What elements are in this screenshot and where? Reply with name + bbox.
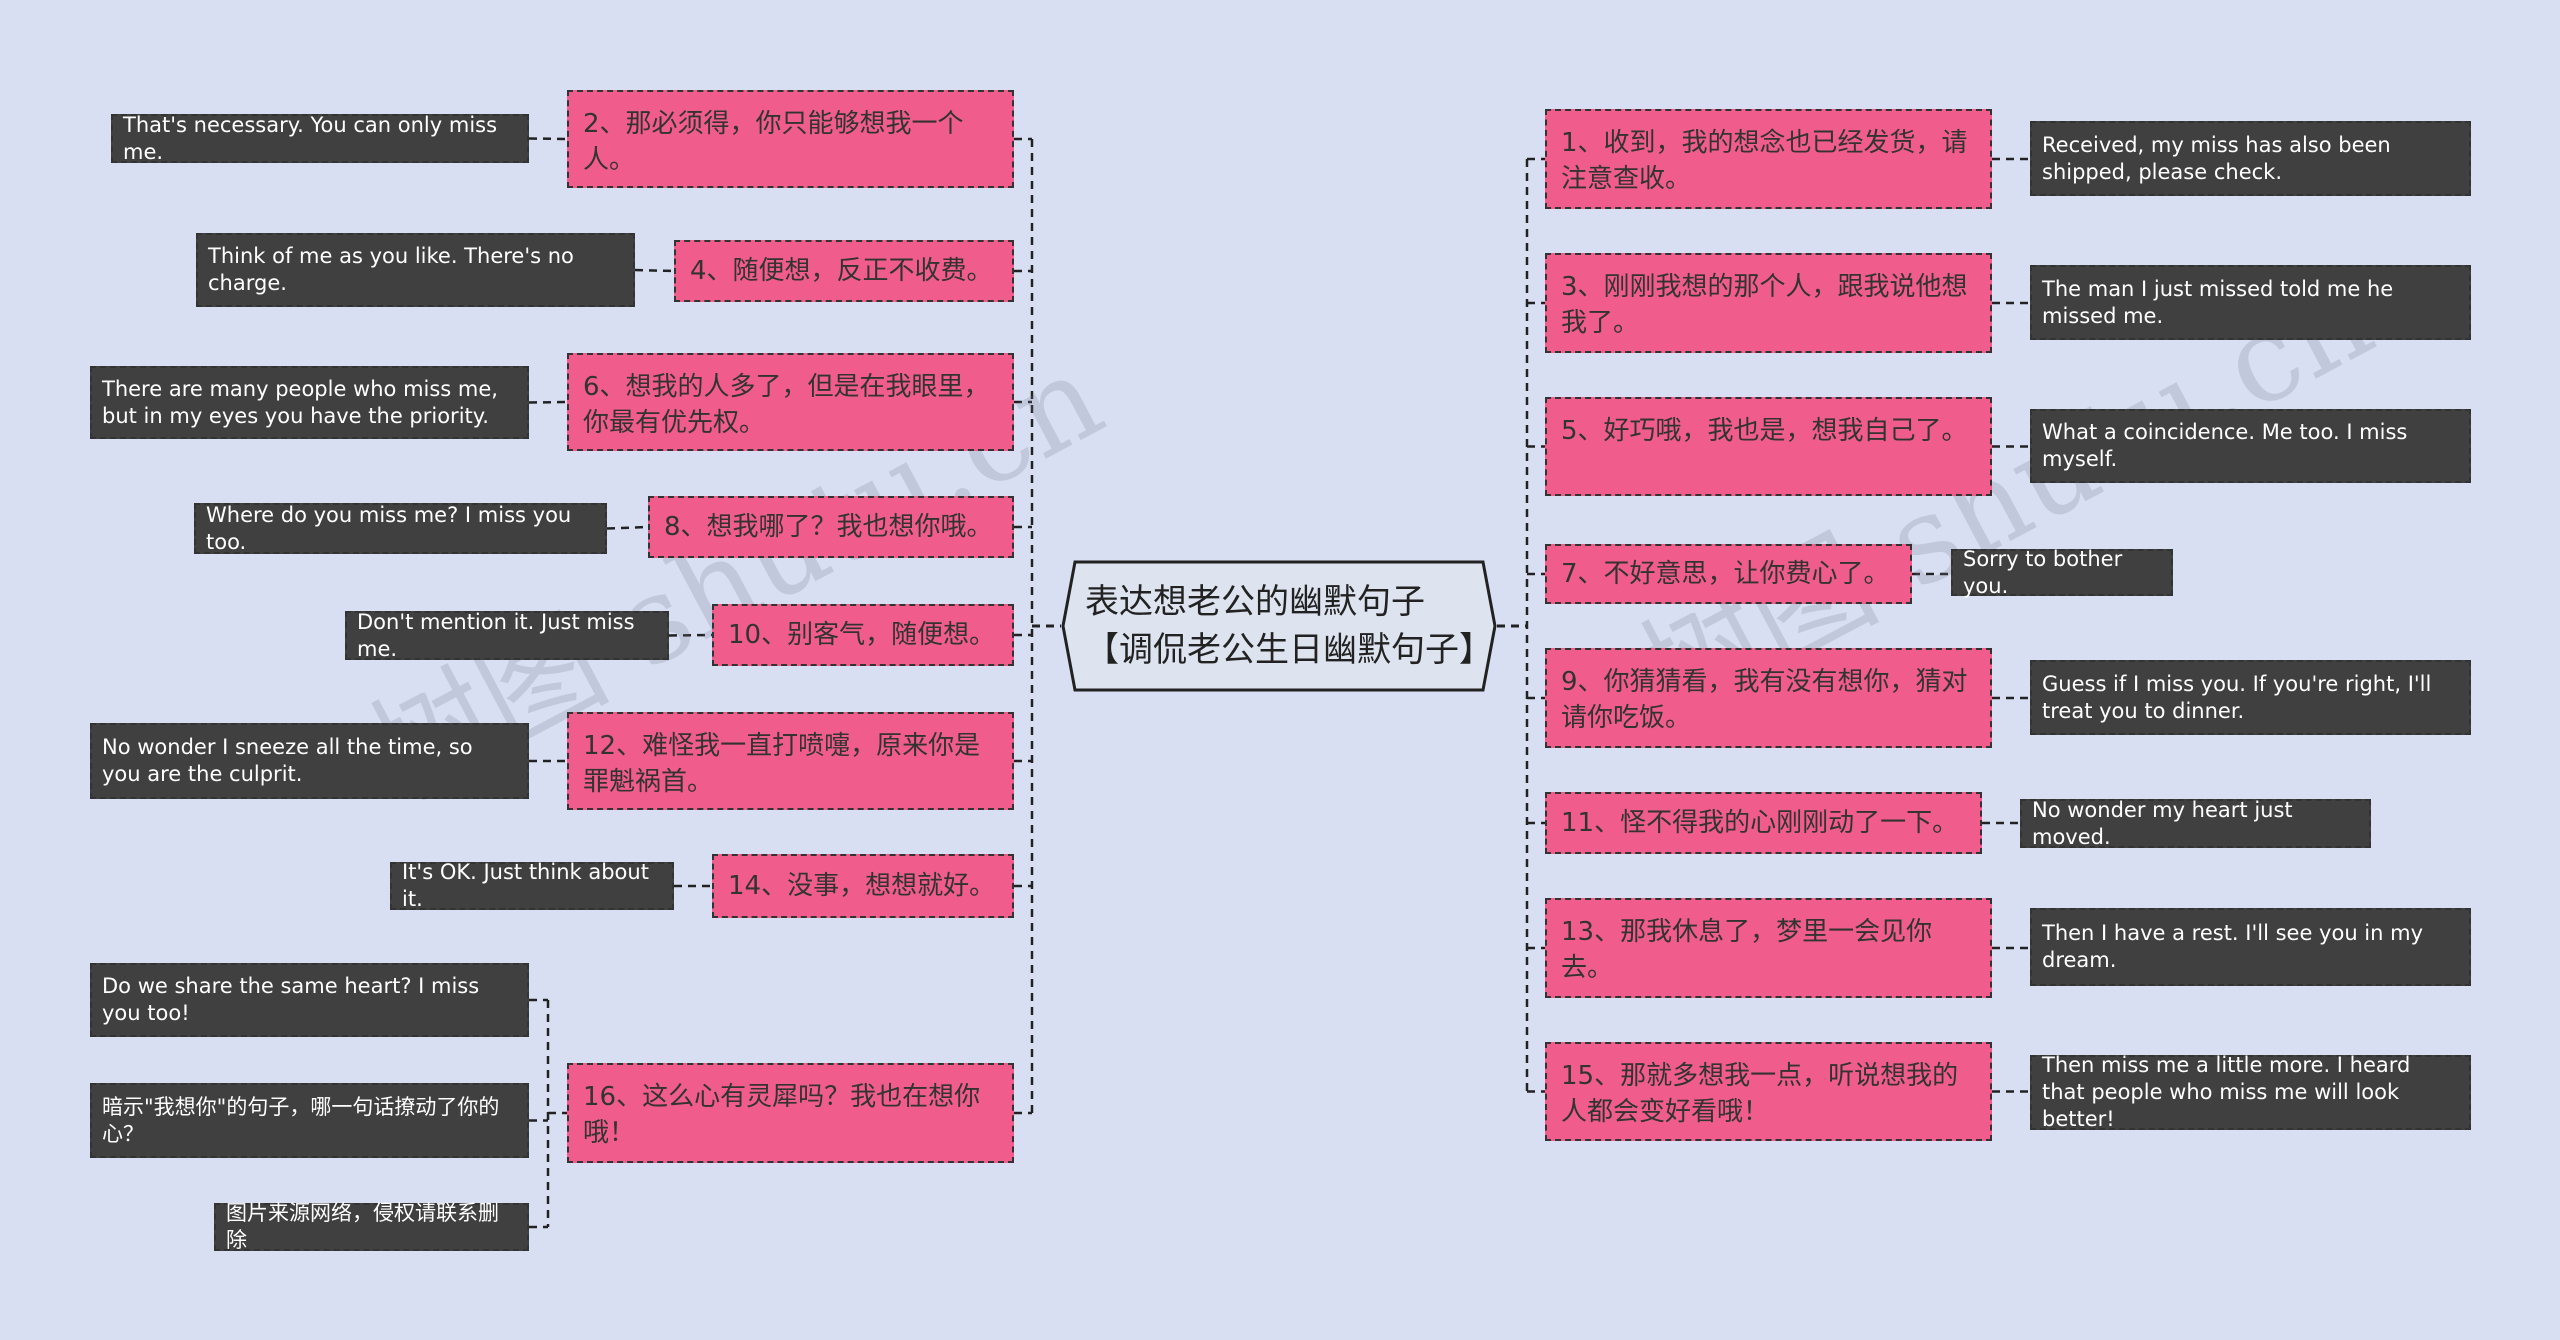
translation-node-label: Then miss me a little more. I heard that… bbox=[2042, 1053, 2411, 1131]
topic-node[interactable]: 9、你猜猜看，我有没有想你，猜对请你吃饭。 bbox=[1545, 648, 1992, 748]
central-topic-label: 表达想老公的幽默句子【调侃老公生日幽默句子】 bbox=[1085, 582, 1493, 670]
translation-node[interactable]: Sorry to bother you. bbox=[1951, 547, 2173, 598]
topic-node-label: 15、那就多想我一点，听说想我的人都会变好看哦！ bbox=[1561, 1061, 1959, 1127]
topic-node-label: 1、收到，我的想念也已经发货，请注意查收。 bbox=[1561, 128, 1968, 194]
topic-node-label: 14、没事，想想就好。 bbox=[728, 871, 996, 901]
topic-node[interactable]: 13、那我休息了，梦里一会见你去。 bbox=[1545, 898, 1992, 998]
topic-node[interactable]: 5、好巧哦，我也是，想我自己了。 bbox=[1545, 397, 1992, 496]
topic-node-label: 4、随便想，反正不收费。 bbox=[690, 256, 993, 286]
topic-node[interactable]: 14、没事，想想就好。 bbox=[712, 854, 1014, 918]
translation-node-label: What a coincidence. Me too. I miss mysel… bbox=[2042, 420, 2408, 471]
translation-node-label: It's OK. Just think about it. bbox=[402, 860, 649, 911]
translation-node[interactable]: Then miss me a little more. I heard that… bbox=[2030, 1053, 2471, 1131]
subtopic-node-label: 图片来源网络，侵权请联系删除 bbox=[226, 1201, 499, 1252]
translation-node[interactable]: Don't mention it. Just miss me. bbox=[345, 609, 669, 661]
translation-node-label: Don't mention it. Just miss me. bbox=[357, 609, 635, 661]
translation-node[interactable]: The man I just missed told me he missed … bbox=[2030, 265, 2471, 340]
topic-node[interactable]: 7、不好意思，让你费心了。 bbox=[1545, 544, 1912, 604]
translation-node[interactable]: What a coincidence. Me too. I miss mysel… bbox=[2030, 409, 2471, 483]
translation-node[interactable]: Do we share the same heart? I miss you t… bbox=[90, 963, 529, 1037]
topic-node-label: 13、那我休息了，梦里一会见你去。 bbox=[1561, 917, 1933, 983]
topic-node-label: 7、不好意思，让你费心了。 bbox=[1561, 559, 1890, 589]
topic-node[interactable]: 4、随便想，反正不收费。 bbox=[674, 240, 1014, 302]
topic-node-label: 9、你猜猜看，我有没有想你，猜对请你吃饭。 bbox=[1561, 667, 1968, 733]
topic-node[interactable]: 1、收到，我的想念也已经发货，请注意查收。 bbox=[1545, 109, 1992, 209]
translation-node[interactable]: Where do you miss me? I miss you too. bbox=[194, 503, 607, 554]
topic-node-label: 5、好巧哦，我也是，想我自己了。 bbox=[1561, 416, 1968, 446]
translation-node[interactable]: No wonder I sneeze all the time, so you … bbox=[90, 723, 529, 799]
topic-node-label: 11、怪不得我的心刚刚动了一下。 bbox=[1561, 808, 1959, 838]
topic-node-label: 16、这么心有灵犀吗？我也在想你哦！ bbox=[583, 1082, 981, 1148]
connector bbox=[528, 137, 568, 141]
topic-node-label: 2、那必须得，你只能够想我一个人。 bbox=[583, 109, 964, 175]
subtopic-node[interactable]: 暗示"我想你"的句子，哪一句话撩动了你的心？ bbox=[90, 1083, 529, 1158]
central-topic[interactable]: 表达想老公的幽默句子【调侃老公生日幽默句子】 bbox=[1061, 560, 1497, 692]
translation-node[interactable]: Think of me as you like. There's no char… bbox=[196, 233, 635, 307]
translation-node-label: Guess if I miss you. If you're right, I'… bbox=[2042, 671, 2432, 723]
topic-node-label: 3、刚刚我想的那个人，跟我说他想我了。 bbox=[1561, 272, 1968, 338]
translation-node[interactable]: No wonder my heart just moved. bbox=[2020, 797, 2371, 849]
topic-node[interactable]: 2、那必须得，你只能够想我一个人。 bbox=[567, 90, 1014, 188]
translation-node[interactable]: It's OK. Just think about it. bbox=[390, 860, 674, 911]
translation-node[interactable]: Received, my miss has also been shipped,… bbox=[2030, 121, 2471, 196]
subtopic-node[interactable]: 图片来源网络，侵权请联系删除 bbox=[214, 1201, 529, 1252]
translation-node-label: No wonder my heart just moved. bbox=[2032, 797, 2293, 849]
translation-node-label: Sorry to bother you. bbox=[1963, 546, 2123, 598]
topic-node[interactable]: 6、想我的人多了，但是在我眼里，你最有优先权。 bbox=[567, 353, 1014, 451]
translation-node-label: The man I just missed told me he missed … bbox=[2042, 276, 2394, 328]
translation-node-label: Think of me as you like. There's no char… bbox=[208, 244, 574, 295]
connector bbox=[668, 633, 713, 637]
topic-node-label: 8、想我哪了？我也想你哦。 bbox=[664, 512, 993, 542]
connector bbox=[606, 525, 649, 530]
translation-node-label: Where do you miss me? I miss you too. bbox=[206, 502, 572, 554]
translation-node-label: There are many people who miss me, but i… bbox=[102, 376, 498, 428]
translation-node[interactable]: Guess if I miss you. If you're right, I'… bbox=[2030, 660, 2471, 735]
translation-node-label: That's necessary. You can only miss me. bbox=[123, 112, 498, 164]
topic-node[interactable]: 3、刚刚我想的那个人，跟我说他想我了。 bbox=[1545, 253, 1992, 353]
translation-node-label: No wonder I sneeze all the time, so you … bbox=[102, 735, 473, 786]
topic-node[interactable]: 11、怪不得我的心刚刚动了一下。 bbox=[1545, 792, 1982, 854]
topic-node[interactable]: 15、那就多想我一点，听说想我的人都会变好看哦！ bbox=[1545, 1042, 1992, 1141]
topic-node-label: 12、难怪我一直打喷嚏，原来你是罪魁祸首。 bbox=[583, 731, 981, 797]
connector bbox=[634, 268, 675, 273]
translation-node[interactable]: That's necessary. You can only miss me. bbox=[111, 112, 529, 164]
topic-node[interactable]: 12、难怪我一直打喷嚏，原来你是罪魁祸首。 bbox=[567, 712, 1014, 810]
topic-node-label: 6、想我的人多了，但是在我眼里，你最有优先权。 bbox=[583, 372, 990, 438]
translation-node[interactable]: There are many people who miss me, but i… bbox=[90, 366, 529, 439]
connector bbox=[528, 400, 568, 404]
topic-node[interactable]: 10、别客气，随便想。 bbox=[712, 604, 1014, 666]
topic-node[interactable]: 16、这么心有灵犀吗？我也在想你哦！ bbox=[567, 1063, 1014, 1163]
translation-node[interactable]: Then I have a rest. I'll see you in my d… bbox=[2030, 908, 2471, 986]
topic-node[interactable]: 8、想我哪了？我也想你哦。 bbox=[648, 496, 1014, 558]
translation-node-label: Do we share the same heart? I miss you t… bbox=[102, 974, 480, 1025]
subtopic-node-label: 暗示"我想你"的句子，哪一句话撩动了你的心？ bbox=[102, 1094, 500, 1146]
topic-node-label: 10、别客气，随便想。 bbox=[728, 620, 996, 650]
translation-node-label: Then I have a rest. I'll see you in my d… bbox=[2042, 921, 2424, 972]
translation-node-label: Received, my miss has also been shipped,… bbox=[2042, 132, 2391, 184]
